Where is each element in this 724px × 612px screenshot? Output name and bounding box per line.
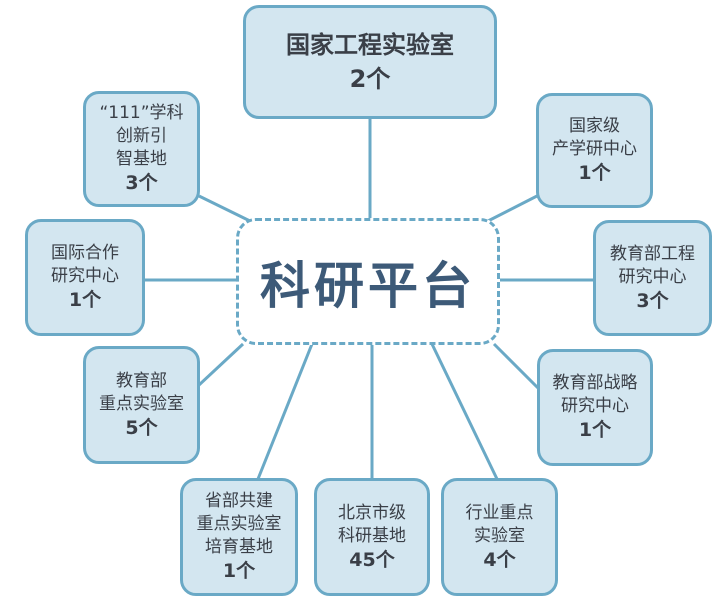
node-count: 45个	[349, 548, 395, 571]
node-label: 研究中心	[618, 266, 687, 287]
node-count: 1个	[578, 162, 611, 184]
node-label: 国家级	[569, 116, 620, 136]
node-label: 教育部	[116, 370, 167, 391]
node-moe-engineering-center: 教育部工程 研究中心 3个	[593, 220, 712, 336]
node-label: 实验室	[474, 525, 525, 546]
connector	[197, 342, 245, 387]
node-label: 重点实验室	[196, 514, 282, 534]
connector	[256, 343, 314, 480]
node-count: 1个	[68, 289, 102, 311]
node-label: 教育部战略	[552, 373, 638, 393]
node-label: 产学研中心	[552, 139, 637, 159]
connector	[487, 194, 538, 223]
node-label: 教育部工程	[610, 243, 695, 264]
node-111-base: “111”学科 创新引 智基地 3个	[83, 91, 200, 207]
node-count: 1个	[222, 560, 256, 582]
node-label: 研究中心	[51, 266, 119, 286]
node-moe-key-lab: 教育部 重点实验室 5个	[83, 346, 200, 464]
node-international-cooperation-center: 国际合作 研究中心 1个	[25, 219, 145, 336]
node-national-engineering-lab: 国家工程实验室 2个	[243, 5, 497, 119]
node-label: 行业重点	[465, 502, 534, 523]
node-label: 创新引	[116, 126, 167, 146]
node-count: 3个	[636, 289, 669, 312]
node-label: 北京市级	[338, 502, 406, 523]
node-count: 5个	[125, 416, 158, 439]
node-province-ministry-lab: 省部共建 重点实验室 培育基地 1个	[180, 478, 298, 596]
node-label: 重点实验室	[99, 393, 184, 414]
node-label: 智基地	[116, 149, 167, 169]
center-label: 科研平台	[260, 256, 476, 315]
node-count: 1个	[578, 419, 612, 441]
node-count: 3个	[125, 172, 158, 194]
node-national-iur-center: 国家级 产学研中心 1个	[536, 93, 653, 208]
connector	[492, 342, 540, 390]
node-beijing-research-base: 北京市级 科研基地 45个	[314, 478, 430, 596]
center-node: 科研平台	[236, 218, 500, 345]
node-label: 省部共建	[205, 491, 273, 511]
node-moe-strategy-center: 教育部战略 研究中心 1个	[537, 349, 653, 466]
node-industry-key-lab: 行业重点 实验室 4个	[441, 478, 558, 596]
node-label: 培育基地	[205, 537, 273, 557]
connector	[430, 343, 499, 480]
node-label: 国家工程实验室	[286, 31, 454, 59]
connector	[198, 194, 251, 223]
node-label: “111”学科	[99, 103, 184, 123]
node-label: 科研基地	[338, 525, 406, 546]
node-count: 2个	[349, 65, 391, 93]
node-label: 国际合作	[51, 243, 119, 263]
node-count: 4个	[483, 548, 516, 571]
node-label: 研究中心	[561, 396, 629, 416]
